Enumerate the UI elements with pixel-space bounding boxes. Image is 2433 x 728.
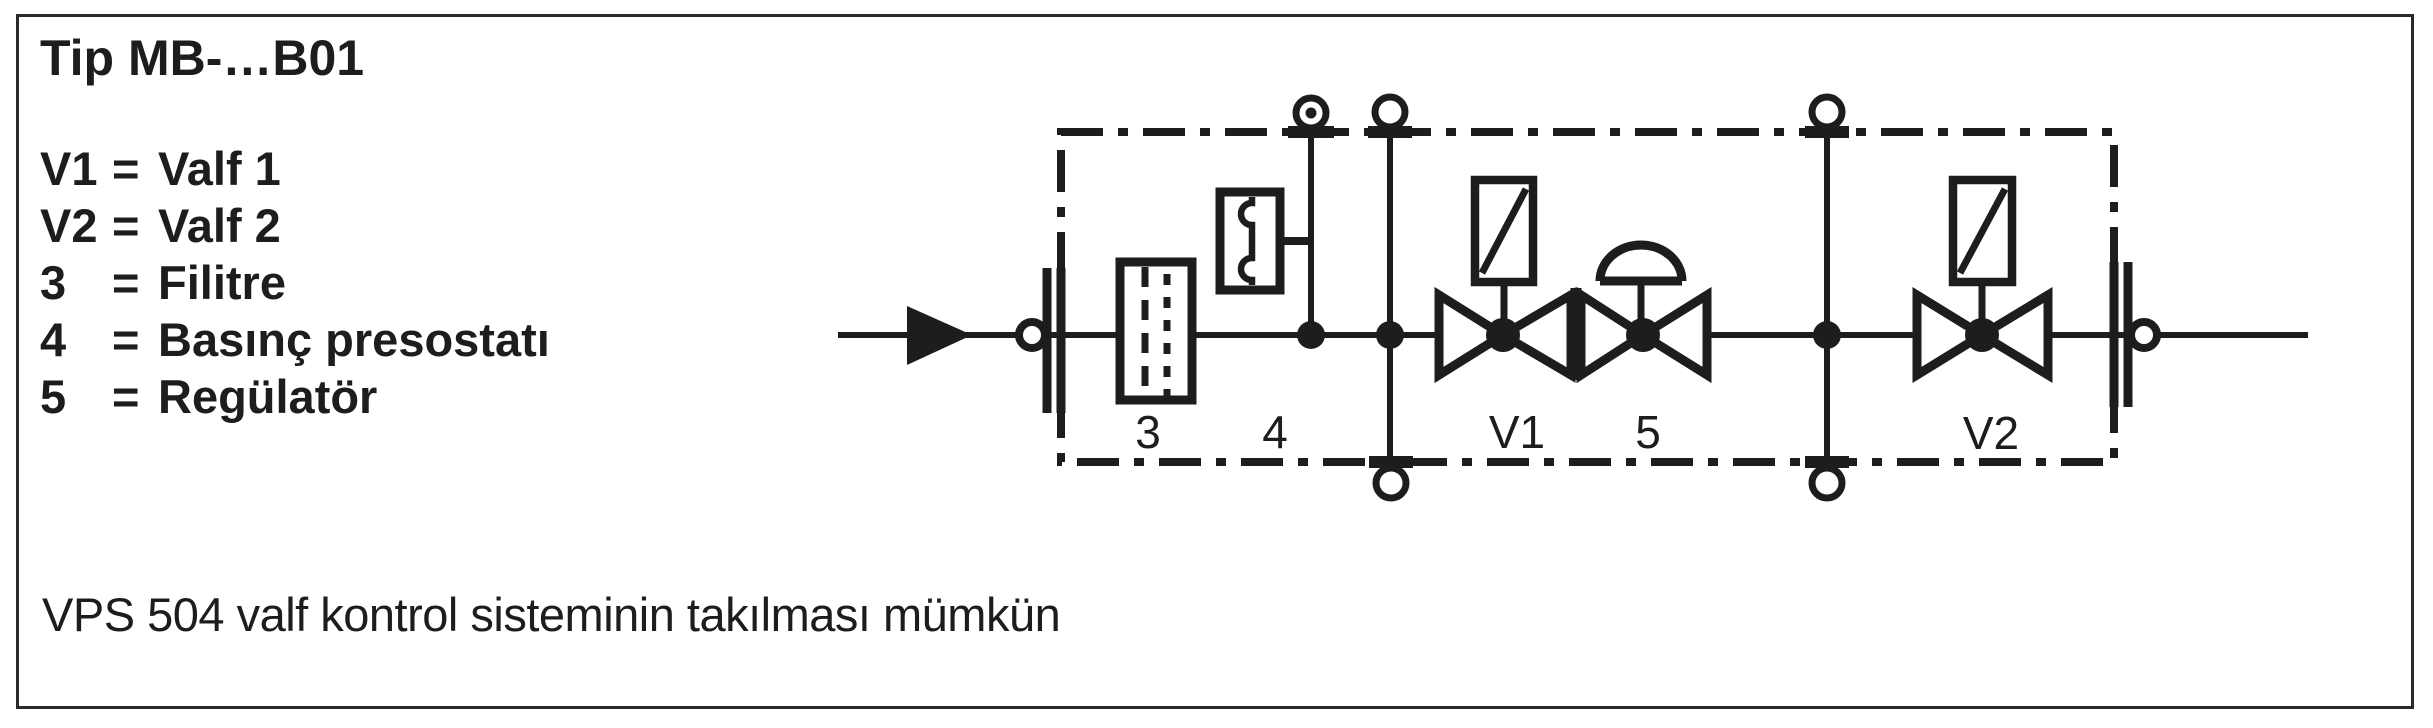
legend-key: V2 [40,199,98,252]
legend-equals: = [112,199,140,252]
legend-row-v1: V1 = Valf 1 [40,140,550,197]
legend-key: 3 [40,256,67,309]
legend-equals: = [112,142,140,195]
legend-equals: = [112,370,140,423]
test-nipple-bottom-2 [1808,464,1846,502]
legend-key: V1 [40,142,98,195]
junction-dot [1297,321,1325,349]
outlet-union [2127,318,2161,352]
inlet-union [1015,318,1049,352]
legend-row-regulator: 5 = Regülatör [40,368,550,425]
legend-key: 5 [40,370,67,423]
valve-v1-seat-dot [1486,318,1520,352]
test-nipple-top-2 [1371,93,1409,131]
junction-dot [1813,321,1841,349]
pressure-switch-symbol [1215,187,1311,295]
test-nipple-top-3 [1808,93,1846,131]
inlet-flange [1042,268,1066,413]
filter-symbol [1115,257,1197,405]
legend-value: Valf 2 [158,199,281,252]
legend-value: Basınç presostatı [158,313,550,366]
legend-value: Regülatör [158,370,378,423]
valve-v2-symbol [1912,286,2053,384]
legend-equals: = [112,313,140,366]
caption-text: VPS 504 valf kontrol sisteminin takılmas… [42,588,1061,641]
label-valve2: V2 [1963,407,2019,459]
legend-equals: = [112,256,140,309]
legend-key: 4 [40,313,67,366]
solenoid-actuator-v2-icon [1948,175,2017,332]
legend-row-pressure-switch: 4 = Basınç presostatı [40,311,550,368]
page-border [16,14,2414,709]
legend-row-filter: 3 = Filitre [40,254,550,311]
regulator-seat-dot [1626,318,1660,352]
label-regulator: 5 [1635,406,1661,458]
label-valve1: V1 [1489,406,1545,458]
valve-v2-seat-dot [1965,318,1999,352]
page-title: Tip MB-…B01 [40,30,365,86]
legend-row-v2: V2 = Valf 2 [40,197,550,254]
label-filter: 3 [1135,406,1161,458]
regulator-valve-symbol [1576,286,1712,384]
legend-value: Filitre [158,256,286,309]
legend-value: Valf 1 [158,142,281,195]
inlet-flow-arrow-icon [907,306,972,365]
valve-v1-symbol [1434,286,1576,384]
membrane-icon [1237,197,1256,285]
junction-dot [1376,321,1404,349]
solenoid-actuator-v1-icon [1470,175,1538,332]
test-nipple-top-1 [1292,94,1330,132]
label-pressure-switch: 4 [1262,406,1288,458]
legend: V1 = Valf 1 V2 = Valf 2 3 = Filitre 4 = Basınç p… [40,140,550,425]
test-nipple-bottom-1 [1372,464,1410,502]
